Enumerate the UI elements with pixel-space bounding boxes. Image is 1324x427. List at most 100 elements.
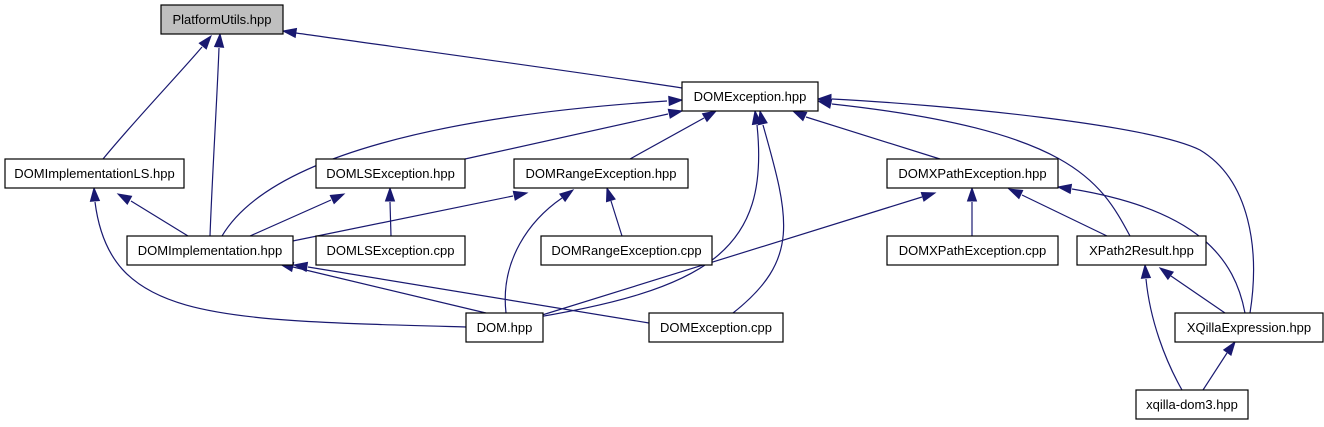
- edge-line: [1202, 352, 1228, 391]
- node-label: XQillaExpression.hpp: [1187, 320, 1311, 335]
- edge-xqillaexpression_hpp-to-xpath2result_hpp: [1158, 267, 1226, 314]
- edge-line: [249, 199, 332, 237]
- edge-line: [102, 46, 203, 160]
- edge-domxpathexception_cpp-to-domxpathexception_hpp: [966, 186, 978, 236]
- edge-line: [209, 47, 220, 237]
- node-box: [4, 158, 185, 189]
- node-label: DOMRangeException.hpp: [525, 166, 676, 181]
- arrowhead-icon: [1007, 188, 1024, 200]
- node-box: [1135, 389, 1249, 420]
- nodes-layer: PlatformUtils.hppDOMException.hppDOMImpl…: [4, 4, 1324, 420]
- node-label: PlatformUtils.hpp: [173, 12, 272, 27]
- node-box: [1076, 235, 1207, 266]
- edge-line: [292, 266, 487, 314]
- arrowhead-icon: [89, 186, 101, 202]
- node-domlsexception-cpp[interactable]: DOMLSException.cpp: [315, 235, 466, 266]
- node-domexception-cpp[interactable]: DOMException.cpp: [648, 312, 784, 343]
- node-label: DOMImplementation.hpp: [138, 243, 283, 258]
- node-box: [465, 312, 544, 343]
- node-label: DOMException.hpp: [694, 89, 807, 104]
- node-domrangeexception-cpp[interactable]: DOMRangeException.cpp: [540, 235, 713, 266]
- edge-line: [295, 32, 683, 89]
- arrowhead-icon: [1056, 183, 1073, 195]
- arrowhead-icon: [668, 95, 684, 107]
- node-label: xqilla-dom3.hpp: [1146, 397, 1238, 412]
- node-domxpathexception-hpp[interactable]: DOMXPathException.hpp: [886, 158, 1059, 189]
- node-label: DOMXPathException.cpp: [899, 243, 1046, 258]
- edge-xqillaexpression_hpp-to-domexception_hpp: [816, 93, 1255, 314]
- node-label: XPath2Result.hpp: [1089, 243, 1194, 258]
- edge-domimplementation_hpp-to-domimplementationls_hpp: [116, 193, 189, 237]
- edge-line: [221, 100, 668, 237]
- node-domlsexception-hpp[interactable]: DOMLSException.hpp: [315, 158, 466, 189]
- edge-domlsexception_hpp-to-domexception_hpp: [464, 108, 684, 160]
- arrowhead-icon: [667, 108, 684, 119]
- edge-line: [805, 116, 941, 160]
- edge-domexception_hpp-to-platformutils_hpp: [281, 27, 683, 89]
- node-label: DOMLSException.cpp: [327, 243, 455, 258]
- node-domimplementationls-hpp[interactable]: DOMImplementationLS.hpp: [4, 158, 185, 189]
- node-domimplementation-hpp[interactable]: DOMImplementation.hpp: [126, 235, 294, 266]
- arrowhead-icon: [1140, 263, 1152, 279]
- edge-domimplementation_hpp-to-domlsexception_hpp: [249, 193, 346, 237]
- node-box: [315, 235, 466, 266]
- edge-dom_hpp-to-domimplementationls_hpp: [89, 186, 467, 328]
- node-dom-hpp[interactable]: DOM.hpp: [465, 312, 544, 343]
- node-domxpathexception-cpp[interactable]: DOMXPathException.cpp: [886, 235, 1059, 266]
- arrowhead-icon: [198, 34, 212, 50]
- edge-dom_hpp-to-domexception_hpp: [519, 109, 763, 321]
- arrowhead-icon: [558, 189, 575, 203]
- edge-domxpathexception_hpp-to-domexception_hpp: [791, 110, 941, 160]
- edge-dom_hpp-to-domrangeexception_hpp: [504, 189, 575, 314]
- arrowhead-icon: [1222, 340, 1236, 357]
- edges-layer: [89, 27, 1255, 391]
- edge-domlsexception_cpp-to-domlsexception_hpp: [384, 186, 396, 237]
- arrowhead-icon: [213, 32, 225, 48]
- node-domrangeexception-hpp[interactable]: DOMRangeException.hpp: [513, 158, 689, 189]
- edge-line: [610, 200, 623, 237]
- edge-domexception_cpp-to-domexception_hpp: [732, 109, 785, 314]
- edge-line: [504, 197, 563, 314]
- node-xqilla-dom3-hpp[interactable]: xqilla-dom3.hpp: [1135, 389, 1249, 420]
- edge-line: [1145, 278, 1183, 391]
- edge-line: [525, 196, 923, 321]
- edge-line: [519, 124, 760, 321]
- edge-dom_hpp-to-domimplementation_hpp: [278, 261, 487, 314]
- arrowhead-icon: [757, 109, 768, 126]
- edge-domimplementationls_hpp-to-platformutils_hpp: [102, 34, 212, 160]
- edge-line: [629, 117, 705, 160]
- edge-line: [389, 201, 392, 237]
- node-xpath2result-hpp[interactable]: XPath2Result.hpp: [1076, 235, 1207, 266]
- arrowhead-icon: [605, 186, 616, 203]
- edge-domimplementation_hpp-to-domexception_hpp: [221, 95, 684, 237]
- node-box: [648, 312, 784, 343]
- edge-xqilla_dom3_hpp-to-xqillaexpression_hpp: [1202, 340, 1236, 391]
- node-box: [681, 81, 819, 112]
- arrowhead-icon: [329, 193, 346, 205]
- edge-domrangeexception_hpp-to-domexception_hpp: [629, 110, 718, 160]
- node-box: [1174, 312, 1324, 343]
- node-xqillaexpression-hpp[interactable]: XQillaExpression.hpp: [1174, 312, 1324, 343]
- edge-domrangeexception_cpp-to-domrangeexception_hpp: [605, 186, 623, 237]
- node-domexception-hpp[interactable]: DOMException.hpp: [681, 81, 819, 112]
- edge-domexception_cpp-to-domimplementation_hpp: [292, 261, 650, 324]
- node-platformutils-hpp: PlatformUtils.hpp: [160, 4, 284, 35]
- node-label: DOM.hpp: [477, 320, 533, 335]
- edge-line: [1170, 275, 1226, 314]
- node-box: [513, 158, 689, 189]
- node-label: DOMRangeException.cpp: [551, 243, 701, 258]
- edge-line: [307, 266, 650, 324]
- edge-xqilla_dom3_hpp-to-xpath2result_hpp: [1140, 263, 1183, 391]
- edge-line: [464, 113, 669, 160]
- edge-line: [831, 103, 1131, 237]
- edge-line: [732, 124, 785, 314]
- arrowhead-icon: [116, 193, 133, 205]
- edge-dom_hpp-to-domxpathexception_hpp: [525, 191, 937, 321]
- arrowhead-icon: [966, 186, 978, 202]
- node-box: [886, 235, 1059, 266]
- edge-line: [1021, 194, 1108, 237]
- edge-line: [831, 98, 1255, 314]
- arrowhead-icon: [1158, 267, 1175, 281]
